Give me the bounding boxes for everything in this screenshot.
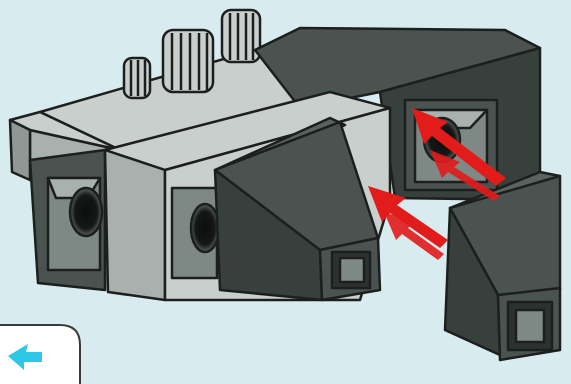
callout-box xyxy=(0,325,80,384)
socket-hole-left xyxy=(70,188,102,236)
center-block-side xyxy=(105,150,165,300)
thumb-screw-middle xyxy=(163,30,213,92)
socket-hole-center xyxy=(191,204,219,252)
mounted-adapter-opening xyxy=(340,258,364,282)
loose-adapter-opening xyxy=(516,310,544,342)
left-socket xyxy=(30,150,105,290)
thumb-screw-right xyxy=(222,10,260,62)
body-left-end xyxy=(10,120,30,180)
thumb-screw-left xyxy=(124,58,150,98)
